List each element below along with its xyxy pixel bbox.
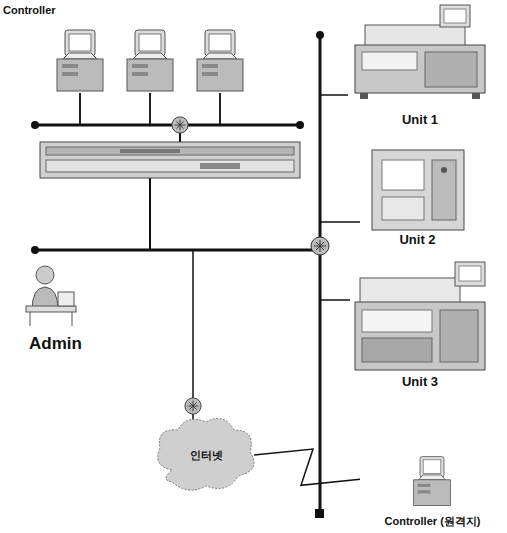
unit-3-machine xyxy=(362,310,432,332)
node-label: Controller (원격지) xyxy=(385,515,481,528)
router-icons xyxy=(172,117,188,133)
unit-1-machine xyxy=(444,9,466,23)
unit-1-machine xyxy=(440,5,470,27)
unit-2-machine xyxy=(372,150,464,230)
lan-bus xyxy=(320,221,360,223)
lan-bus xyxy=(31,121,39,129)
admin-station: Admin xyxy=(8,260,103,356)
internet-cloud xyxy=(158,418,254,490)
unit-1-machine xyxy=(360,93,368,99)
lan-bus xyxy=(149,178,151,250)
unit-3-machine xyxy=(360,278,460,304)
admin-person xyxy=(72,312,73,326)
router-icons xyxy=(172,117,329,414)
wireless-link xyxy=(254,449,360,485)
internet-cloud: 인터넷 xyxy=(158,418,254,492)
node-label: 인터넷 xyxy=(190,449,223,462)
server-rack xyxy=(46,160,294,172)
admin-person xyxy=(36,266,54,284)
server-rack xyxy=(120,149,180,153)
controller-pcs xyxy=(219,93,221,125)
router-icons xyxy=(185,398,201,414)
lan-bus xyxy=(320,94,348,96)
unit-2-machine xyxy=(382,160,424,190)
controller-pcs xyxy=(79,93,81,125)
unit-3-machine xyxy=(355,302,485,370)
unit-3-machine xyxy=(362,338,432,362)
node-label: Admin xyxy=(29,334,82,354)
admin-person xyxy=(26,266,76,326)
remote-controller-pc xyxy=(414,457,451,506)
unit-1-machine xyxy=(355,5,485,99)
admin-person xyxy=(58,292,74,306)
controller-pcs xyxy=(57,30,103,91)
lan-bus xyxy=(31,31,360,518)
server-rack xyxy=(46,147,294,155)
remote-controller-pc xyxy=(414,457,451,506)
node-label: Unit 1 xyxy=(402,113,438,128)
lan-bus xyxy=(319,35,322,512)
lan-bus xyxy=(35,249,320,252)
unit-1-machine xyxy=(355,45,485,93)
machine-unit: Unit 1 xyxy=(345,2,495,130)
node-label: Unit 3 xyxy=(402,375,438,390)
unit-3-machine xyxy=(459,266,481,281)
lan-bus xyxy=(296,121,304,129)
unit-1-machine xyxy=(365,25,465,47)
lan-bus xyxy=(316,31,324,39)
machine-unit: Unit 3 xyxy=(345,258,495,392)
controller-pcs xyxy=(149,93,151,125)
machine-unit: Unit 2 xyxy=(355,140,480,250)
unit-2-machine xyxy=(372,150,464,230)
lan-bus xyxy=(35,124,300,127)
controller-pcs xyxy=(197,30,243,91)
controller-pcs xyxy=(57,30,243,125)
server-rack xyxy=(40,142,300,178)
internet-cloud xyxy=(158,418,254,490)
server-rack xyxy=(200,163,240,169)
unit-2-machine xyxy=(382,197,424,220)
unit-1-machine xyxy=(472,93,480,99)
unit-3-machine xyxy=(455,262,485,286)
unit-3-machine xyxy=(355,262,485,370)
server-rack xyxy=(40,142,300,178)
unit-2-machine xyxy=(441,167,447,173)
node-label: Unit 2 xyxy=(399,233,435,248)
unit-3-machine xyxy=(440,310,478,362)
lan-bus xyxy=(315,509,324,518)
unit-1-machine xyxy=(362,52,417,70)
lan-bus xyxy=(320,299,350,301)
lan-bus xyxy=(31,246,39,254)
unit-1-machine xyxy=(425,52,477,87)
admin-person xyxy=(30,312,31,326)
group-label: Controller xyxy=(3,4,56,16)
lan-bus xyxy=(192,250,194,398)
unit-2-machine xyxy=(432,160,456,220)
controller-pcs xyxy=(127,30,173,91)
remote-controller: Controller (원격지) xyxy=(360,452,505,530)
admin-person xyxy=(26,306,76,312)
router-icons xyxy=(311,237,329,255)
